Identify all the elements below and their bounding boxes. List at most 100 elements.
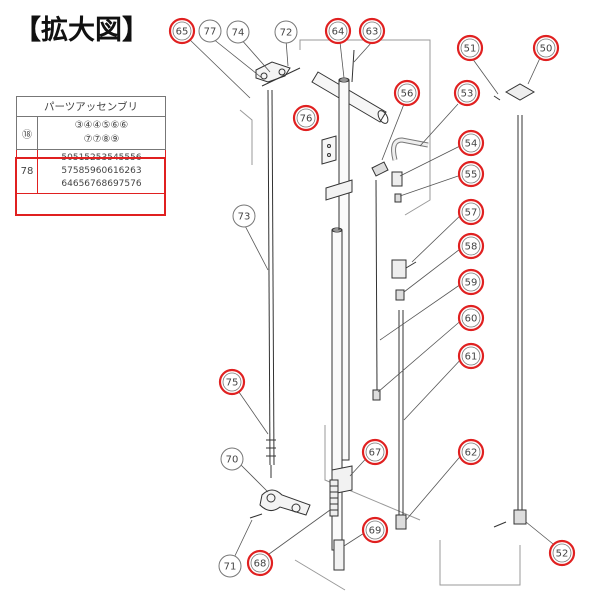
callout-circle xyxy=(361,438,389,466)
callout-inner-ring xyxy=(365,442,385,462)
callout-number: 50 xyxy=(540,44,553,55)
callout-number: 67 xyxy=(369,448,382,459)
callout-circle xyxy=(226,20,250,44)
parts-row-line: ③④④⑤⑥⑥ xyxy=(74,120,129,131)
callout-72: 72 xyxy=(274,20,298,44)
callout-61: 61 xyxy=(457,342,485,370)
callout-number: 59 xyxy=(465,278,478,289)
callout-number: 71 xyxy=(224,562,237,573)
callout-circle xyxy=(246,549,274,577)
callout-73: 73 xyxy=(232,204,256,228)
callout-inner-ring xyxy=(172,21,192,41)
callout-number: 57 xyxy=(465,208,478,219)
callout-number: 75 xyxy=(226,378,239,389)
parts-row-78: 78 50515253545556 57585960616263 6465676… xyxy=(16,149,166,194)
parts-row-line: ⑦⑦⑧⑨ xyxy=(83,134,120,145)
callout-inner-ring xyxy=(461,442,481,462)
callout-51: 51 xyxy=(456,34,484,62)
callout-inner-ring xyxy=(296,108,316,128)
callout-75: 75 xyxy=(218,368,246,396)
callout-inner-ring xyxy=(250,553,270,573)
callout-inner-ring xyxy=(365,520,385,540)
callout-inner-ring xyxy=(460,38,480,58)
callout-71: 71 xyxy=(218,554,242,578)
callout-number: 70 xyxy=(226,455,239,466)
callout-number: 69 xyxy=(369,526,382,537)
callout-circle xyxy=(548,539,576,567)
callout-inner-ring xyxy=(222,372,242,392)
callout-number: 68 xyxy=(254,559,267,570)
callout-inner-ring xyxy=(552,543,572,563)
callout-inner-ring xyxy=(461,308,481,328)
callout-inner-ring xyxy=(461,133,481,153)
callout-number: 53 xyxy=(461,89,474,100)
callout-inner-ring xyxy=(461,164,481,184)
callout-76: 76 xyxy=(292,104,320,132)
parts-row-line: 64656768697576 xyxy=(61,179,142,189)
callout-circle xyxy=(457,129,485,157)
callout-number: 51 xyxy=(464,44,477,55)
callout-circle xyxy=(361,516,389,544)
callout-circle xyxy=(532,34,560,62)
callout-54: 54 xyxy=(457,129,485,157)
callout-77: 77 xyxy=(198,19,222,43)
callout-circle xyxy=(457,268,485,296)
callout-circle xyxy=(292,104,320,132)
callout-inner-ring xyxy=(328,21,348,41)
callout-number: 52 xyxy=(556,549,569,560)
callout-inner-ring xyxy=(457,83,477,103)
callout-67: 67 xyxy=(361,438,389,466)
callout-58: 58 xyxy=(457,232,485,260)
callout-53: 53 xyxy=(453,79,481,107)
callout-68: 68 xyxy=(246,549,274,577)
callout-circle xyxy=(456,34,484,62)
callout-circle xyxy=(168,17,196,45)
callout-circle xyxy=(274,20,298,44)
callout-circle xyxy=(218,554,242,578)
parts-row-cells: ③④④⑤⑥⑥ ⑦⑦⑧⑨ xyxy=(37,116,166,150)
callout-63: 63 xyxy=(358,17,386,45)
callout-number: 73 xyxy=(238,212,251,223)
callout-number: 63 xyxy=(366,27,379,38)
callout-number: 65 xyxy=(176,27,189,38)
callout-52: 52 xyxy=(548,539,576,567)
callout-65: 65 xyxy=(168,17,196,45)
callout-inner-ring xyxy=(536,38,556,58)
callout-inner-ring xyxy=(461,202,481,222)
callout-60: 60 xyxy=(457,304,485,332)
callout-circle xyxy=(457,232,485,260)
callout-circle xyxy=(453,79,481,107)
callout-circle xyxy=(457,160,485,188)
callout-number: 64 xyxy=(332,27,345,38)
callout-59: 59 xyxy=(457,268,485,296)
callout-number: 76 xyxy=(300,114,313,125)
callout-circle xyxy=(393,79,421,107)
callout-circle xyxy=(358,17,386,45)
callout-circle xyxy=(324,17,352,45)
callout-number: 62 xyxy=(465,448,478,459)
callout-circle xyxy=(198,19,222,43)
callout-inner-ring xyxy=(461,236,481,256)
callout-number: 72 xyxy=(280,28,293,39)
callout-number: 58 xyxy=(465,242,478,253)
callout-circle xyxy=(232,204,256,228)
parts-row-line: 57585960616263 xyxy=(61,166,142,176)
callout-circle xyxy=(457,342,485,370)
callout-70: 70 xyxy=(220,447,244,471)
callout-57: 57 xyxy=(457,198,485,226)
callout-inner-ring xyxy=(461,346,481,366)
callout-number: 61 xyxy=(465,352,478,363)
callout-inner-ring xyxy=(362,21,382,41)
callout-circle xyxy=(457,304,485,332)
callout-inner-ring xyxy=(397,83,417,103)
callout-circle xyxy=(218,368,246,396)
callout-64: 64 xyxy=(324,17,352,45)
callout-number: 60 xyxy=(465,314,478,325)
callout-number: 55 xyxy=(465,170,478,181)
callout-circle xyxy=(457,198,485,226)
callout-circle xyxy=(220,447,244,471)
parts-row-18: ⑱ ③④④⑤⑥⑥ ⑦⑦⑧⑨ xyxy=(16,116,166,150)
callout-50: 50 xyxy=(532,34,560,62)
